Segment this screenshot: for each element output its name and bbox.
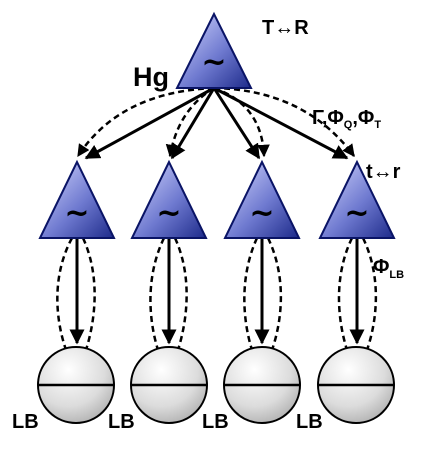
middle-triangle-2-tilde: ~: [156, 196, 181, 231]
dashed-curve-lb2-a: [149, 237, 166, 351]
middle-triangle-3-tilde: ~: [249, 196, 274, 231]
lb-sphere-4: [317, 346, 395, 424]
dashed-arrow-top-to-t4: [213, 86, 356, 158]
lb-label-3: LB: [202, 411, 229, 433]
solid-arrow-top-to-t2: [170, 87, 216, 160]
lb-label-1: LB: [12, 411, 39, 433]
dashed-arrow-top-to-t3: [213, 86, 270, 158]
top-dashed-arrows: [76, 86, 356, 158]
lb-label-4: LB: [296, 411, 323, 433]
dashed-curve-lb1-b: [81, 237, 96, 351]
dashed-arrow-top-to-t1: [76, 86, 215, 158]
phi-lb-label: ΦLB: [373, 256, 404, 281]
mid-exchange-label: t↔r: [366, 161, 401, 183]
dashed-curve-lb2-b: [173, 237, 188, 351]
top-exchange-label: T↔R: [262, 17, 309, 39]
lb-label-2: LB: [108, 411, 135, 433]
dashed-arrow-top-to-t2: [165, 86, 215, 158]
lb-sphere-3: [223, 346, 301, 424]
top-solid-arrows: [84, 86, 349, 160]
middle-triangle-3: ~: [223, 159, 301, 239]
middle-triangle-2: ~: [130, 159, 208, 239]
dashed-curve-lb3-a: [243, 237, 259, 351]
phi-lb-base: Φ: [373, 256, 389, 278]
solid-arrow-top-to-t1: [84, 86, 215, 160]
gamma-phi-comma: ,Φ: [352, 107, 374, 129]
phi-lb-sub: LB: [389, 269, 404, 281]
hg-label: Hg: [133, 62, 169, 92]
gamma-phi-label: Γ,ΦQ,ΦT: [312, 107, 381, 131]
middle-triangle-1-tilde: ~: [64, 196, 89, 231]
middle-triangle-4-tilde: ~: [344, 196, 369, 231]
dashed-curve-lb1-a: [56, 237, 74, 351]
gamma-phi-sub-q: Q: [344, 119, 353, 131]
top-triangle-node: ~: [175, 11, 253, 89]
gamma-phi-sub-t: T: [374, 119, 381, 131]
dashed-curve-lb4-b: [361, 237, 378, 351]
lb-sphere-1: [37, 346, 115, 424]
solid-arrow-top-to-t3: [212, 87, 261, 160]
lb-sphere-2: [130, 346, 208, 424]
middle-triangle-4: ~: [318, 159, 396, 239]
bottom-dashed-curves: [56, 237, 378, 351]
gamma-phi-base: Γ,Φ: [312, 107, 344, 129]
bottom-solid-arrows: [69, 238, 365, 345]
middle-triangle-1: ~: [38, 159, 116, 239]
top-triangle-tilde: ~: [201, 45, 226, 80]
dashed-curve-lb4-a: [337, 237, 354, 351]
dashed-curve-lb3-b: [266, 237, 283, 351]
